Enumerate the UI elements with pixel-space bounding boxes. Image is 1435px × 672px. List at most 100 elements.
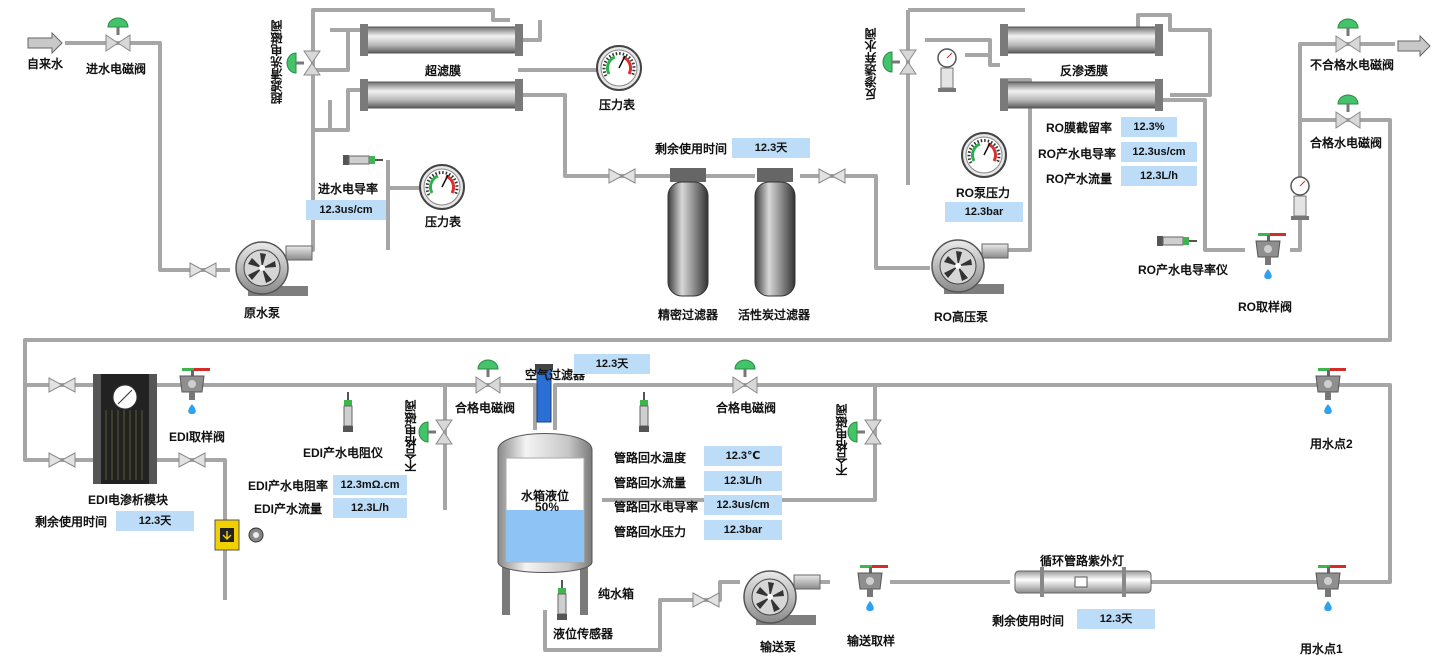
edi-outlet-hand-valve-icon[interactable] [178, 452, 206, 468]
edi-hand-valve-bottom-icon[interactable] [48, 452, 76, 468]
raw-pump-label: 原水泵 [244, 306, 281, 320]
edi-resistivity-value: 12.3mΩ.cm [333, 475, 407, 495]
raw-pump-hand-valve-icon[interactable] [189, 262, 217, 278]
inlet-valve-label: 进水电磁阀 [86, 62, 147, 76]
unqualified-valve-top-icon[interactable] [1335, 18, 1361, 53]
qualified-valve-top-icon[interactable] [1335, 94, 1361, 129]
use-point-2-label: 用水点2 [1310, 437, 1353, 451]
uf-membrane-icon [360, 24, 523, 111]
ro-high-pump-icon[interactable] [931, 239, 1009, 295]
uf-flush-valve-icon[interactable] [286, 50, 321, 76]
raw-pump-icon[interactable] [235, 241, 313, 297]
filter-remaining-value: 12.3天 [732, 138, 810, 158]
ro-pump-pressure-label: RO泵压力 [956, 186, 1011, 200]
edi-sample-valve-label: EDI取样阀 [169, 430, 226, 444]
edi-qualified-valve-icon[interactable] [475, 359, 501, 394]
ro-membrane-label: 反渗透膜 [1060, 64, 1109, 78]
ro-conductivity-value: 12.3us/cm [1121, 142, 1197, 162]
edi-hand-valve-top-icon[interactable] [48, 377, 76, 393]
inlet-arrow-icon [27, 31, 63, 55]
inlet-conductivity-sensor-icon [342, 154, 384, 166]
edi-remaining-time-label: 剩余使用时间 [35, 515, 108, 529]
loop-cond-value: 12.3us/cm [704, 495, 782, 515]
uf-membrane-label: 超滤膜 [425, 64, 462, 78]
precision-filter-icon [667, 168, 709, 297]
level-sensor-icon [556, 579, 568, 621]
level-sensor-label: 液位传感器 [553, 627, 614, 641]
loop-unqualified-valve-label: 不合格电磁阀 [835, 404, 849, 476]
ro-pump-pressure-value: 12.3bar [945, 202, 1023, 222]
edi-flow-label: EDI产水流量 [254, 502, 323, 516]
qualified-valve-top-label: 合格水电磁阀 [1310, 136, 1383, 150]
loop-flow-label: 管路回水流量 [614, 476, 687, 490]
ro-cond-meter-label: RO产水电导率仪 [1138, 263, 1229, 277]
tap-water-label: 自来水 [27, 57, 64, 71]
loop-qualified-valve-icon[interactable] [732, 359, 758, 394]
uv-remaining-time-label: 剩余使用时间 [992, 614, 1065, 628]
pipes [23, 8, 1395, 652]
ro-conductivity-label: RO产水电导率 [1038, 147, 1117, 161]
delivery-sample-valve-icon[interactable] [857, 564, 889, 612]
filter-hand-valve-icon[interactable] [608, 168, 636, 184]
loop-pressure-value: 12.3bar [704, 520, 782, 540]
inlet-valve-icon[interactable] [105, 17, 131, 52]
ro-sample-valve-label: RO取样阀 [1238, 300, 1293, 314]
ro-conductivity-sensor-icon [1156, 235, 1198, 247]
ro-high-pump-label: RO高压泵 [934, 310, 989, 324]
use-point-1-icon[interactable] [1315, 564, 1347, 612]
uv-remaining-value: 12.3天 [1077, 609, 1155, 629]
loop-cond-label: 管路回水电导率 [614, 500, 699, 514]
use-point-2-icon[interactable] [1315, 367, 1347, 415]
ro-hand-valve-icon[interactable] [818, 168, 846, 184]
pure-water-tank-icon [497, 433, 593, 615]
loop-qualified-valve-label: 合格电磁阀 [716, 401, 777, 415]
edi-module-label: EDI电渗析模块 [88, 493, 169, 507]
unqualified-valve-top-label: 不合格水电磁阀 [1310, 58, 1395, 72]
ro-drain-valve-label: 反渗透弃水阀 [864, 28, 878, 100]
ro-flow-value: 12.3L/h [1121, 166, 1197, 186]
pressure-gauge-top-icon [595, 44, 643, 92]
remaining-time-filters-label: 剩余使用时间 [655, 142, 728, 156]
edi-resistivity-meter-label: EDI产水电阻仪 [303, 446, 384, 460]
loop-temp-value: 12.3℃ [704, 446, 782, 466]
precision-filter-label: 精密过滤器 [658, 308, 719, 322]
ro-product-flowmeter-icon [1290, 176, 1310, 221]
ro-pump-pressure-gauge-icon [960, 131, 1008, 179]
ro-flow-label: RO产水流量 [1046, 172, 1113, 186]
edi-unqualified-valve-label: 不合格电磁阀 [404, 400, 418, 472]
loop-pressure-label: 管路回水压力 [614, 525, 687, 539]
delivery-pump-icon[interactable] [743, 570, 821, 626]
outlet-arrow-icon [1397, 34, 1431, 58]
delivery-hand-valve-icon[interactable] [692, 592, 720, 608]
edi-resistivity-label: EDI产水电阻率 [248, 479, 329, 493]
pure-tank-label: 纯水箱 [598, 587, 635, 601]
tank-level-value: 50% [535, 500, 560, 514]
air-filter-icon [535, 364, 553, 423]
air-filter-label: 空气过滤器 [525, 368, 586, 382]
uf-flush-valve-label: 超滤清洗电磁阀 [270, 20, 284, 104]
edi-unqualified-valve-icon[interactable] [418, 419, 453, 445]
ro-sample-valve-icon[interactable] [1255, 232, 1287, 280]
ro-rejection-value: 12.3% [1121, 117, 1177, 137]
edi-module-icon [93, 374, 157, 484]
loop-temp-label: 管路回水温度 [614, 451, 687, 465]
ro-drain-valve-icon[interactable] [882, 49, 917, 75]
edi-qualified-valve-label: 合格电磁阀 [455, 401, 516, 415]
pressure-gauge-top-label: 压力表 [599, 98, 636, 112]
edi-sample-valve-icon[interactable] [179, 367, 211, 415]
tank-level-label: 水箱液位 [521, 489, 570, 503]
air-filter-remaining-value: 12.3天 [574, 354, 650, 374]
carbon-filter-label: 活性炭过滤器 [738, 308, 811, 322]
loop-sensor-icon [638, 391, 650, 433]
inlet-conductivity-value: 12.3us/cm [306, 200, 386, 220]
carbon-filter-icon [754, 168, 796, 297]
edi-flow-value: 12.3L/h [333, 498, 407, 518]
edi-remaining-value: 12.3天 [116, 511, 194, 531]
delivery-sample-label: 输送取样 [847, 634, 896, 648]
ro-rejection-label: RO膜截留率 [1046, 121, 1113, 135]
inlet-conductivity-label: 进水电导率 [318, 182, 379, 196]
ro-membrane-icon [1000, 24, 1163, 111]
loop-flow-value: 12.3L/h [704, 471, 782, 491]
pressure-gauge-mid-icon [418, 163, 466, 211]
